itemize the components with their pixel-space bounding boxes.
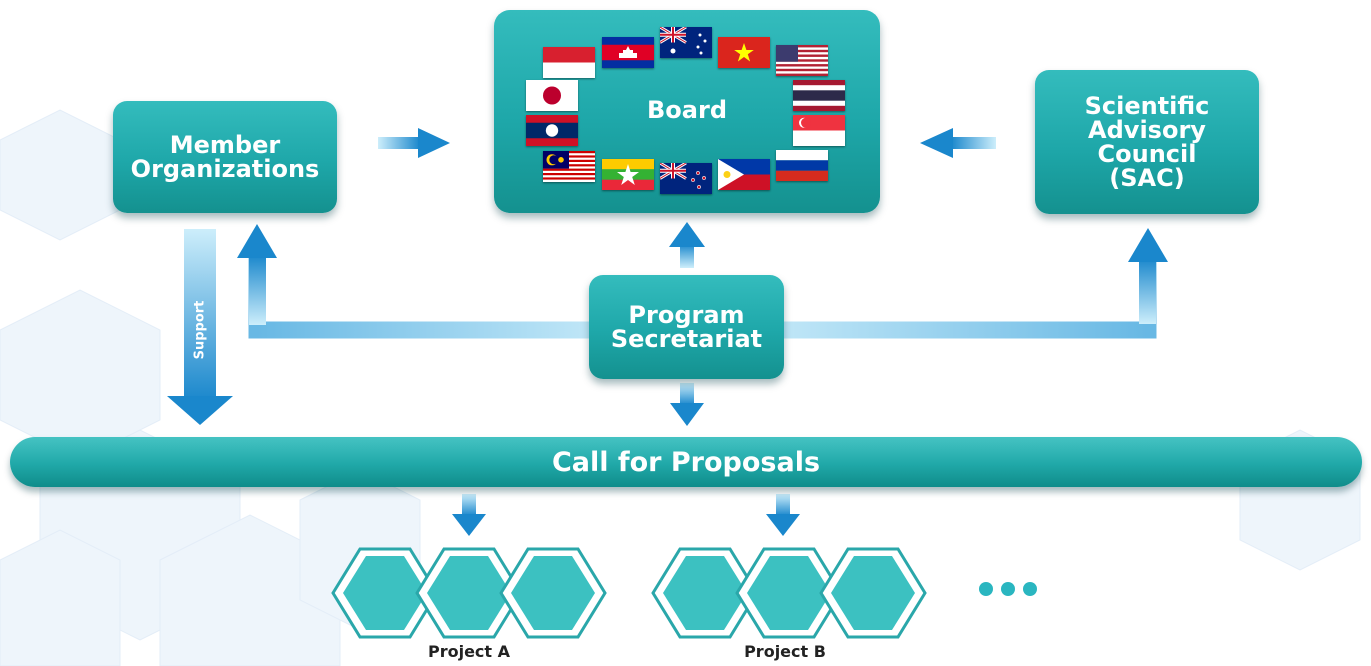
board-label: Board bbox=[647, 96, 727, 124]
flag-myanmar-icon bbox=[602, 159, 654, 190]
program-secretariat-label: Program Secretariat bbox=[610, 301, 763, 353]
project-a-label: Project A bbox=[427, 642, 511, 661]
call-for-proposals-bar: Call for Proposals bbox=[10, 437, 1362, 487]
flag-usa-icon bbox=[776, 45, 828, 76]
support-label: Support bbox=[192, 300, 208, 360]
flag-japan-icon bbox=[526, 80, 578, 111]
flag-malaysia-icon bbox=[543, 151, 595, 182]
flag-indonesia-icon bbox=[543, 47, 595, 78]
sac-label: Scientific Advisory Council (SAC) bbox=[1084, 92, 1210, 192]
flag-philippines-icon bbox=[718, 159, 770, 190]
member-organizations-label: Member Organizations bbox=[130, 131, 320, 183]
call-for-proposals-label: Call for Proposals bbox=[551, 446, 821, 478]
sac-node: Scientific Advisory Council (SAC) bbox=[1035, 70, 1259, 214]
flag-singapore-icon bbox=[793, 115, 845, 146]
flag-vietnam-icon bbox=[718, 37, 770, 68]
flag-russia-icon bbox=[776, 150, 828, 181]
program-secretariat-node: Program Secretariat bbox=[589, 275, 784, 379]
flag-laos-icon bbox=[526, 115, 578, 146]
flag-thailand-icon bbox=[793, 80, 845, 111]
project-b-label: Project B bbox=[744, 642, 826, 661]
flag-australia-icon bbox=[660, 27, 712, 58]
flag-new-zealand-icon bbox=[660, 163, 712, 194]
member-organizations-node: Member Organizations bbox=[113, 101, 337, 213]
flag-cambodia-icon bbox=[602, 37, 654, 68]
